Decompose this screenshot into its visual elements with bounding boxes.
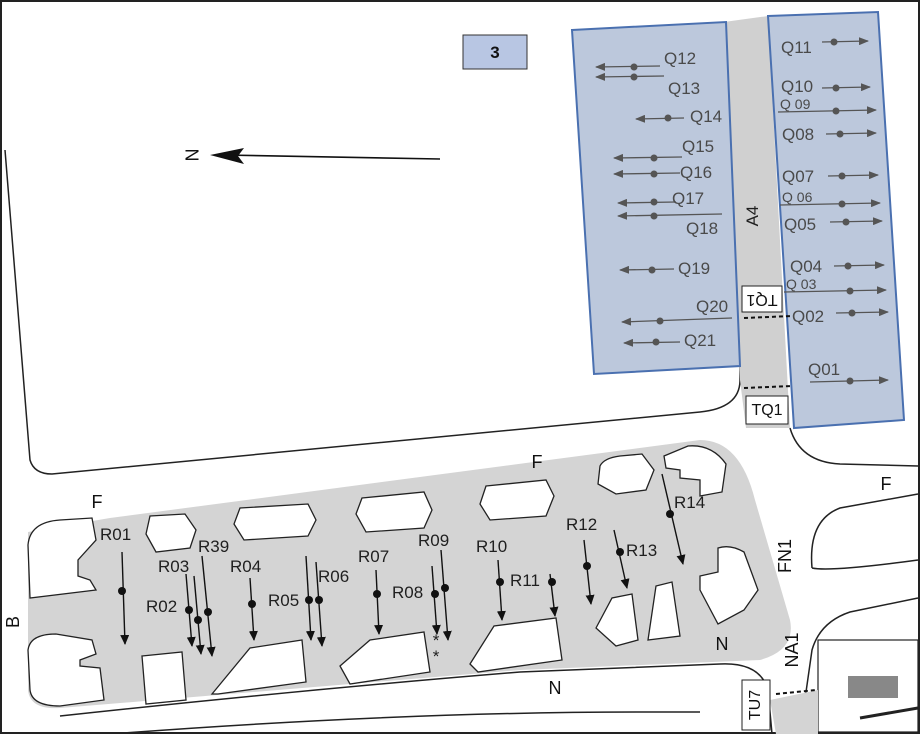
stand-q02[interactable]: Q02	[792, 307, 824, 326]
stand-q03[interactable]: Q 03	[786, 276, 817, 292]
north-arrow-shaft	[221, 154, 441, 160]
road-label-na1: NA1	[782, 632, 802, 667]
tq1-bottom-dash	[743, 385, 793, 389]
stand-r09[interactable]: R09	[418, 531, 449, 550]
stand-r13[interactable]: R13	[626, 541, 657, 560]
stand-r10[interactable]: R10	[476, 537, 507, 556]
r-stand-arrows	[120, 473, 686, 657]
tq1-top-label: TQ1	[746, 291, 777, 308]
stand-r39[interactable]: R39	[198, 537, 229, 556]
south-apron	[28, 440, 791, 709]
stand-q13[interactable]: Q13	[668, 79, 700, 98]
aisle-label: A4	[743, 206, 762, 227]
tq1-top-box	[741, 285, 783, 313]
road-fn1-island	[810, 493, 919, 569]
road-na1-edge	[799, 597, 919, 734]
road-n-outer	[109, 711, 700, 734]
north-label: N	[181, 149, 201, 162]
stand-q20[interactable]: Q20	[696, 297, 728, 316]
road-label-f-top: F	[532, 452, 543, 472]
road-fn1-island-bottom	[811, 559, 919, 570]
south-islands	[27, 445, 759, 707]
stand-r04[interactable]: R04	[230, 557, 261, 576]
stand-q07[interactable]: Q07	[782, 167, 814, 186]
tu7-label: TU7	[747, 690, 764, 720]
stand-r05[interactable]: R05	[268, 591, 299, 610]
stand-r01[interactable]: R01	[100, 525, 131, 544]
stand-q10[interactable]: Q10	[781, 77, 813, 96]
road-label-b: B	[3, 616, 23, 628]
stand-q14[interactable]: Q14	[690, 107, 722, 126]
stand-q11[interactable]: Q11	[781, 38, 812, 57]
tq1-top-dash	[743, 315, 793, 319]
landside-boundary	[4, 149, 741, 475]
stand-r02[interactable]: R02	[146, 597, 177, 616]
tu7-box	[741, 679, 771, 731]
road-n-edge	[59, 663, 773, 734]
stand-q08[interactable]: Q08	[782, 125, 814, 144]
stand-q19[interactable]: Q19	[678, 259, 710, 278]
tq1-bottom-box	[745, 395, 789, 425]
north-arrow-icon	[210, 148, 244, 164]
stand-r06[interactable]: R06	[318, 567, 349, 586]
road-label-fn1: FN1	[775, 539, 795, 573]
right-curb-line	[789, 427, 919, 467]
tq1-bottom-label: TQ1	[751, 402, 782, 419]
stand-block-left	[570, 20, 742, 376]
q-right-stands: Q11 Q10 Q 09 Q08 Q07 Q 06 Q05 Q04 Q 03 Q…	[777, 37, 889, 385]
stand-r11[interactable]: R11	[510, 571, 540, 590]
r-stand-labels: R01 R02 R03 R39 R04 R05 R06 R07 R08 R09 …	[100, 493, 705, 666]
stand-r14[interactable]: R14	[674, 493, 705, 512]
map-number-box	[462, 34, 528, 70]
stand-q09[interactable]: Q 09	[780, 96, 811, 112]
stand-q21[interactable]: Q21	[684, 331, 716, 350]
road-label-n-bottom: N	[549, 678, 562, 698]
q-left-stands: Q12 Q13 Q14 Q15 Q16 Q17 Q18 Q19 Q20 Q21	[595, 49, 733, 350]
building-block	[848, 676, 898, 698]
r-stand-points	[118, 510, 674, 624]
stand-r12[interactable]: R12	[566, 515, 597, 534]
stand-q17[interactable]: Q17	[672, 189, 704, 208]
stand-q05[interactable]: Q05	[784, 215, 816, 234]
road-label-n-right: N	[716, 634, 729, 654]
map-number: 3	[490, 43, 499, 62]
stand-q06[interactable]: Q 06	[782, 189, 813, 205]
stand-q04[interactable]: Q04	[790, 257, 822, 276]
star-mark-2: *	[433, 647, 440, 666]
building-edge-mark	[859, 706, 919, 720]
star-mark-1: *	[433, 631, 440, 650]
stand-r03[interactable]: R03	[158, 557, 189, 576]
road-label-f-left: F	[92, 492, 103, 512]
stand-r07[interactable]: R07	[358, 547, 389, 566]
stand-block-right	[766, 10, 906, 430]
stand-r08[interactable]: R08	[392, 583, 423, 602]
stand-q16[interactable]: Q16	[680, 163, 712, 182]
road-label-f-right: F	[881, 474, 892, 494]
tu7-apron	[770, 690, 818, 734]
stand-q18[interactable]: Q18	[686, 219, 718, 238]
stand-q12[interactable]: Q12	[664, 49, 696, 68]
stand-q01[interactable]: Q01	[808, 360, 840, 379]
stand-q15[interactable]: Q15	[682, 137, 714, 156]
